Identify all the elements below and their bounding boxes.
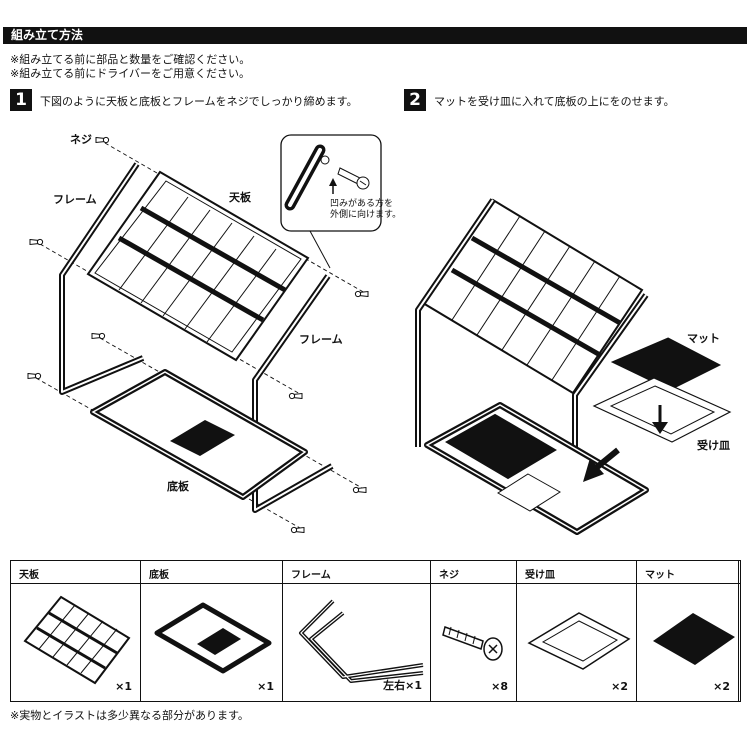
top-board-icon xyxy=(23,595,131,685)
part-tray: 受け皿 ×2 xyxy=(517,561,637,701)
label-tray: 受け皿 xyxy=(697,439,730,452)
label-frame-right: フレーム xyxy=(299,333,343,346)
label-mat: マット xyxy=(687,332,720,345)
part-name: 天板 xyxy=(19,570,39,581)
bottom-board-icon xyxy=(154,602,272,674)
note-prepare-driver: ※組み立てる前にドライバーをご用意ください。 xyxy=(10,67,250,80)
part-qty: ×2 xyxy=(611,680,628,693)
part-bottom-board: 底板 ×1 xyxy=(141,561,283,701)
callout-text-line2: 外側に向けます。 xyxy=(330,210,402,220)
part-name: ネジ xyxy=(439,570,459,581)
label-frame-left: フレーム xyxy=(53,193,97,206)
part-name: マット xyxy=(645,570,675,581)
note-check-parts: ※組み立てる前に部品と数量をご確認ください。 xyxy=(10,53,251,66)
part-qty: ×2 xyxy=(713,680,730,693)
label-bottom-board: 底板 xyxy=(167,480,189,493)
part-name: 底板 xyxy=(149,570,169,581)
footer-note: ※実物とイラストは多少異なる部分があります。 xyxy=(10,709,249,722)
label-screw: ネジ xyxy=(70,133,92,146)
mat-icon xyxy=(653,613,735,665)
assembly-illustration xyxy=(27,134,732,535)
tray-drawing xyxy=(592,377,732,443)
top-board-drawing xyxy=(86,170,310,362)
mat-drawing xyxy=(610,337,722,391)
part-screw: ネジ ×8 xyxy=(431,561,517,701)
part-name: フレーム xyxy=(291,570,331,581)
parts-table-header-divider xyxy=(11,561,740,584)
bottom-board-drawing xyxy=(90,369,308,500)
frame-icon xyxy=(299,599,424,683)
part-top-board: 天板 ×1 xyxy=(11,561,141,701)
screw-detail-callout xyxy=(280,134,382,269)
tray-icon xyxy=(527,612,631,670)
parts-table: 天板 ×1 底板 ×1 フレーム 左右×1 ネジ xyxy=(10,560,741,702)
step-2-number: 2 xyxy=(404,89,426,111)
section-title: 組み立て方法 xyxy=(3,27,747,44)
label-top-board: 天板 xyxy=(229,191,251,204)
step2-assembled-view xyxy=(415,198,732,535)
step-1-text: 下図のように天板と底板とフレームをネジでしっかり締めます。 xyxy=(40,95,358,108)
step1-exploded-view xyxy=(27,136,369,534)
part-qty: ×1 xyxy=(257,680,274,693)
part-qty: ×1 xyxy=(115,680,132,693)
part-frame: フレーム 左右×1 xyxy=(283,561,431,701)
part-name: 受け皿 xyxy=(525,570,555,581)
screw-icon xyxy=(442,626,503,661)
part-mat: マット ×2 xyxy=(637,561,739,701)
step-2-text: マットを受け皿に入れて底板の上にをのせます。 xyxy=(434,95,675,108)
callout-text-line1: 凹みがある方を xyxy=(330,199,394,209)
step-1-number: 1 xyxy=(10,89,32,111)
part-qty: 左右×1 xyxy=(383,679,422,692)
part-qty: ×8 xyxy=(491,680,508,693)
